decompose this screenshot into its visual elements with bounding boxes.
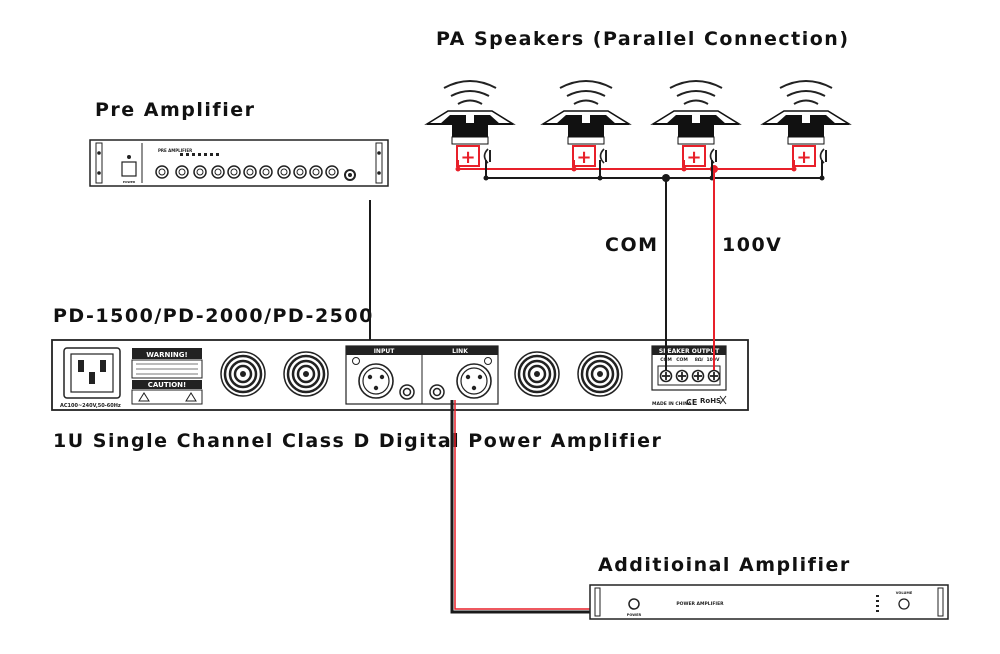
pre-amplifier: POWER PRE AMPLIFIER [89,139,389,187]
additional-amplifier-label: Additioinal Amplifier [598,554,851,576]
svg-text:CAUTION!: CAUTION! [148,381,186,389]
link-cable-black [450,400,592,614]
svg-text:WARNING!: WARNING! [146,351,187,359]
svg-text:AC100~240V,50-60Hz: AC100~240V,50-60Hz [60,403,121,409]
speakers-title: PA Speakers (Parallel Connection) [436,28,850,50]
100v-wire-label: 100V [722,234,783,256]
link-cable-red [454,400,592,610]
amplifier-description: 1U Single Channel Class D Digital Power … [53,430,663,452]
pre-amplifier-label: Pre Amplifier [95,99,256,121]
svg-text:SPEAKER OUTPUT: SPEAKER OUTPUT [659,348,720,355]
speaker-icon [652,80,740,169]
svg-text:CE: CE [686,398,697,407]
svg-text:POWER: POWER [123,180,136,184]
power-socket-icon [63,347,121,399]
svg-text:PRE AMPLIFIER: PRE AMPLIFIER [158,148,192,153]
model-label: PD-1500/PD-2000/PD-2500 [53,305,374,327]
svg-text:MADE IN CHINA: MADE IN CHINA [652,401,692,407]
speaker-icon [762,80,850,169]
additional-amplifier: POWER POWER AMPLIFIER VOLUME [589,584,949,620]
com-wire-label: COM [605,234,659,256]
xlr-connector-icon [358,363,492,399]
svg-text:POWER AMPLIFIER: POWER AMPLIFIER [676,601,724,607]
speaker-icon [542,80,630,169]
main-amplifier: AC100~240V,50-60Hz WARNING! CAUTION! INP… [51,339,749,411]
svg-text:INPUT: INPUT [374,348,396,355]
speaker-icon [426,80,514,169]
svg-text:VOLUME: VOLUME [896,591,913,595]
svg-text:8Ω/: 8Ω/ [695,357,704,363]
svg-text:LINK: LINK [452,348,468,355]
svg-text:RoHS: RoHS [700,397,721,405]
svg-text:POWER: POWER [627,613,642,617]
svg-text:COM: COM [676,357,688,363]
